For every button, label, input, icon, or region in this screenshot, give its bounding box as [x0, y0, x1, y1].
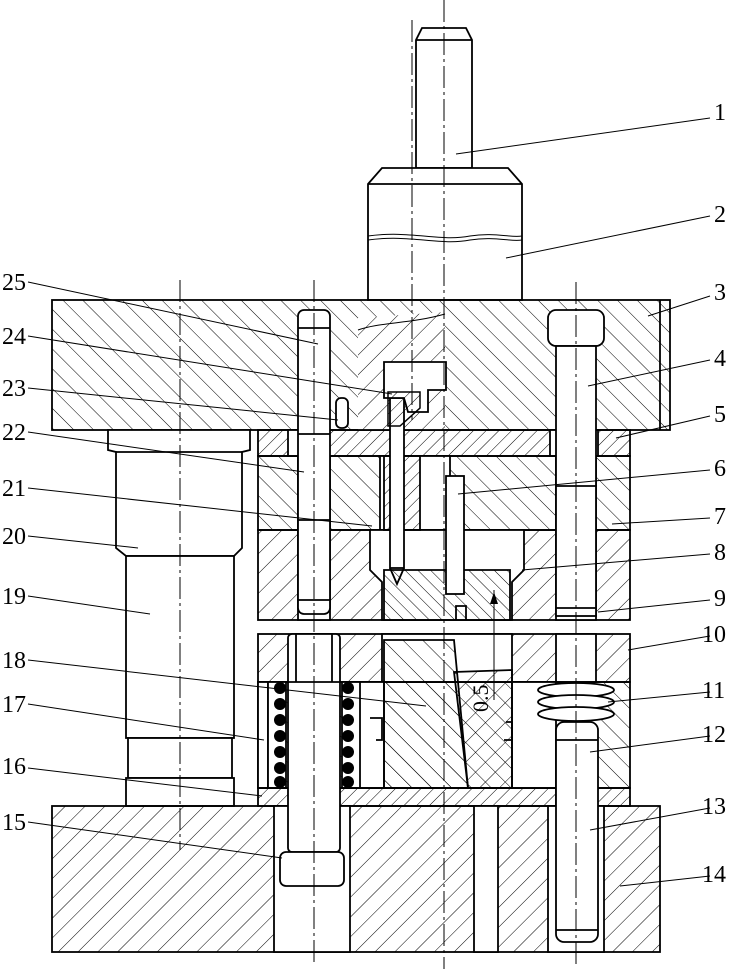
center-lines: [179, 0, 577, 969]
leader-lines: [27, 117, 711, 887]
callout-labels: 1 2 3 4 5 6 7 8 9 10 11 12 13 14 15 16 1…: [2, 100, 726, 888]
callout-17: 17: [2, 692, 26, 718]
callout-10: 10: [702, 622, 726, 648]
callout-23: 23: [2, 376, 26, 402]
pin: [335, 397, 349, 429]
guide-bushing: [107, 429, 251, 557]
callout-7: 7: [714, 504, 726, 530]
guide-pin-right: [555, 721, 599, 943]
die-handle: [367, 167, 523, 301]
dimension-gap: 0.5: [468, 590, 498, 712]
screw-lower: [279, 633, 345, 887]
callout-4: 4: [714, 346, 726, 372]
ejector-rod: [383, 361, 447, 587]
callout-5: 5: [714, 402, 726, 428]
dimension-label: 0.5: [468, 685, 493, 713]
callout-14: 14: [702, 862, 726, 888]
callout-12: 12: [702, 722, 726, 748]
callout-18: 18: [2, 648, 26, 674]
callout-21: 21: [2, 476, 26, 502]
callout-19: 19: [2, 584, 26, 610]
callout-22: 22: [2, 420, 26, 446]
callout-25: 25: [2, 270, 26, 296]
callout-9: 9: [714, 586, 726, 612]
callout-1: 1: [714, 100, 726, 126]
upper-die-base: [51, 299, 671, 431]
callout-16: 16: [2, 754, 26, 780]
guide-post: [125, 555, 235, 807]
callout-20: 20: [2, 524, 26, 550]
spring-left: [267, 681, 361, 789]
callout-3: 3: [714, 280, 726, 306]
callout-8: 8: [714, 540, 726, 566]
callout-13: 13: [702, 794, 726, 820]
callout-11: 11: [702, 678, 725, 704]
callout-15: 15: [2, 810, 26, 836]
callout-2: 2: [714, 202, 726, 228]
callout-24: 24: [2, 324, 26, 350]
callout-6: 6: [714, 456, 726, 482]
